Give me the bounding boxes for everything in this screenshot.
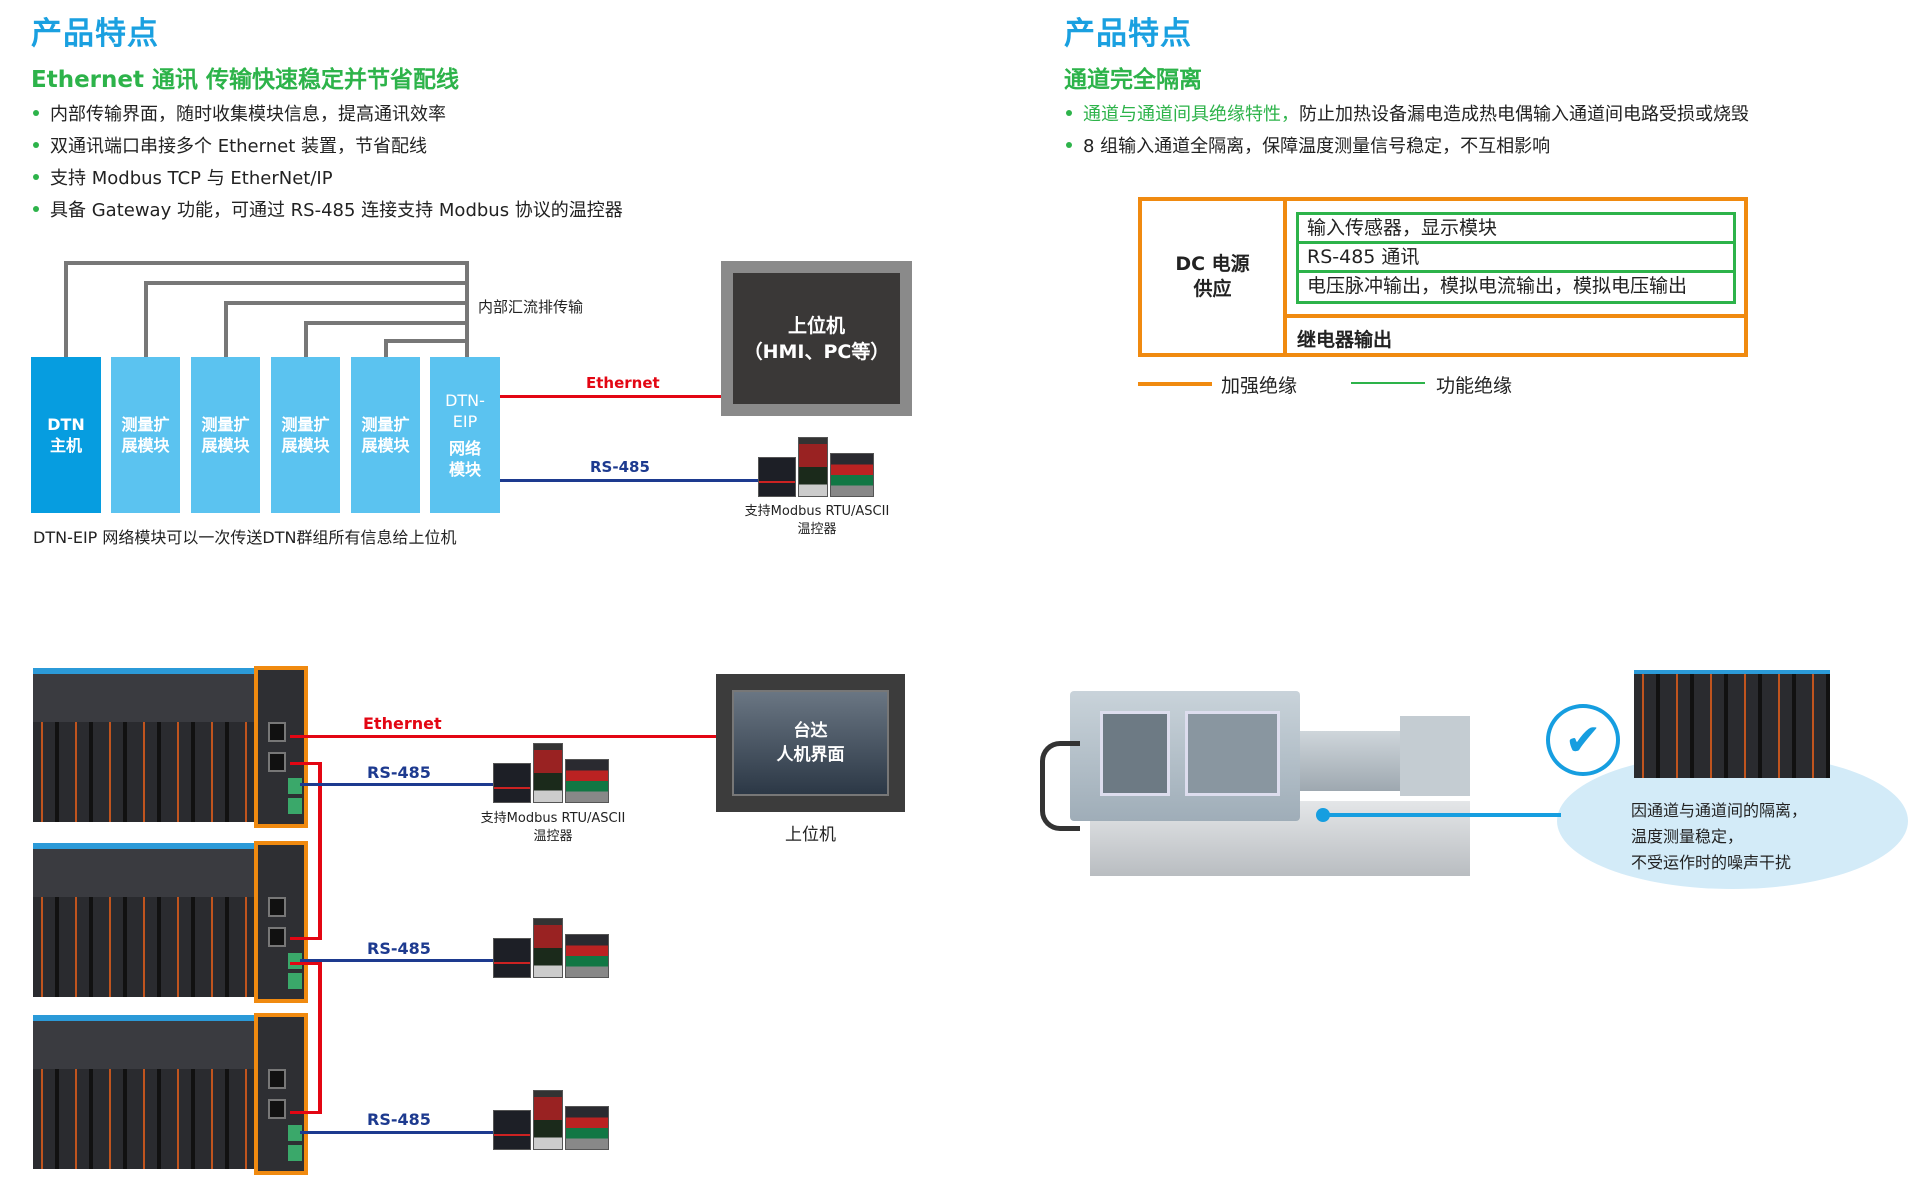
dtn-rack bbox=[33, 666, 308, 828]
right-subtitle: 通道完全隔离 bbox=[1064, 67, 1202, 93]
ethernet-label: Ethernet bbox=[363, 714, 442, 733]
rs485-label: RS-485 bbox=[367, 763, 431, 782]
check-icon: ✔ bbox=[1546, 704, 1620, 776]
delta-hmi: 台达人机界面 bbox=[716, 674, 905, 812]
expansion-module: 测量扩展模块 bbox=[111, 357, 180, 513]
left-bullet: 支持 Modbus TCP 与 EtherNet/IP bbox=[33, 164, 333, 190]
daisy-chain-line bbox=[290, 937, 322, 940]
isolation-diagram: DC 电源供应 输入传感器，显示模块 RS-485 通讯 电压脉冲输出，模拟电流… bbox=[1138, 197, 1748, 357]
rs485-line bbox=[300, 959, 494, 962]
temperature-controllers-image bbox=[493, 743, 609, 803]
left-subtitle: Ethernet 通讯 传输快速稳定并节省配线 bbox=[31, 67, 460, 93]
host-computer: 上位机（HMI、PC等） bbox=[721, 261, 912, 416]
rs485-line bbox=[300, 1131, 494, 1134]
left-bullet: 内部传输界面，随时收集模块信息，提高通讯效率 bbox=[33, 100, 446, 126]
bus-label: 内部汇流排传输 bbox=[478, 298, 584, 316]
daisy-chain-line bbox=[290, 1111, 322, 1114]
expansion-module: 测量扩展模块 bbox=[191, 357, 260, 513]
functional-group: 输入传感器，显示模块 RS-485 通讯 电压脉冲输出，模拟电流输出，模拟电压输… bbox=[1296, 212, 1736, 304]
dtn-module-image bbox=[1634, 670, 1830, 778]
relay-output: 继电器输出 bbox=[1297, 329, 1393, 351]
bus-line bbox=[384, 339, 469, 357]
ethernet-line bbox=[500, 395, 721, 398]
dc-power-cell: DC 电源供应 bbox=[1142, 201, 1287, 353]
left-bullet: 具备 Gateway 功能，可通过 RS-485 连接支持 Modbus 协议的… bbox=[33, 196, 623, 222]
legend-orange-line bbox=[1138, 382, 1212, 386]
daisy-chain-line bbox=[318, 962, 322, 1114]
callout-dot bbox=[1316, 808, 1330, 822]
dtn-rack bbox=[33, 1013, 308, 1175]
row-input: 输入传感器，显示模块 bbox=[1299, 215, 1733, 244]
daisy-chain-line bbox=[318, 762, 322, 940]
diagram-caption: DTN-EIP 网络模块可以一次传送DTN群组所有信息给上位机 bbox=[33, 528, 457, 547]
reinforced-divider bbox=[1287, 314, 1744, 318]
legend-functional: 功能绝缘 bbox=[1436, 375, 1513, 397]
temperature-controllers-image bbox=[493, 918, 609, 978]
row-rs485: RS-485 通讯 bbox=[1299, 244, 1733, 273]
legend-green-line bbox=[1351, 382, 1425, 384]
rs485-line bbox=[300, 783, 494, 786]
right-bullet: 通道与通道间具绝缘特性，防止加热设备漏电造成热电偶输入通道间电路受损或烧毁 bbox=[1066, 100, 1749, 126]
right-title: 产品特点 bbox=[1064, 16, 1192, 52]
expansion-module: 测量扩展模块 bbox=[351, 357, 420, 513]
ethernet-line bbox=[290, 735, 717, 738]
rs485-label: RS-485 bbox=[367, 939, 431, 958]
daisy-chain-line bbox=[290, 962, 322, 965]
hmi-caption: 上位机 bbox=[785, 825, 836, 845]
expansion-module: 测量扩展模块 bbox=[271, 357, 340, 513]
temperature-controllers-image bbox=[758, 437, 874, 497]
injection-molding-machine-image bbox=[1040, 671, 1526, 880]
row-analog-output: 电压脉冲输出，模拟电流输出，模拟电压输出 bbox=[1307, 275, 1688, 297]
left-bullet: 双通讯端口串接多个 Ethernet 装置，节省配线 bbox=[33, 132, 427, 158]
rs485-line bbox=[500, 479, 760, 482]
daisy-chain-line bbox=[290, 762, 322, 765]
callout-text: 因通道与通道间的隔离，温度测量稳定，不受运作时的噪声干扰 bbox=[1631, 801, 1808, 872]
dtn-rack bbox=[33, 841, 308, 1003]
legend-reinforced: 加强绝缘 bbox=[1221, 375, 1298, 397]
right-bullet: 8 组输入通道全隔离，保障温度测量信号稳定，不互相影响 bbox=[1066, 132, 1550, 158]
temperature-controllers-image bbox=[493, 1090, 609, 1150]
left-title: 产品特点 bbox=[31, 16, 159, 52]
rs485-label: RS-485 bbox=[367, 1110, 431, 1129]
rs485-label: RS-485 bbox=[590, 458, 650, 476]
callout-line bbox=[1321, 813, 1561, 817]
ethernet-label: Ethernet bbox=[586, 374, 660, 392]
